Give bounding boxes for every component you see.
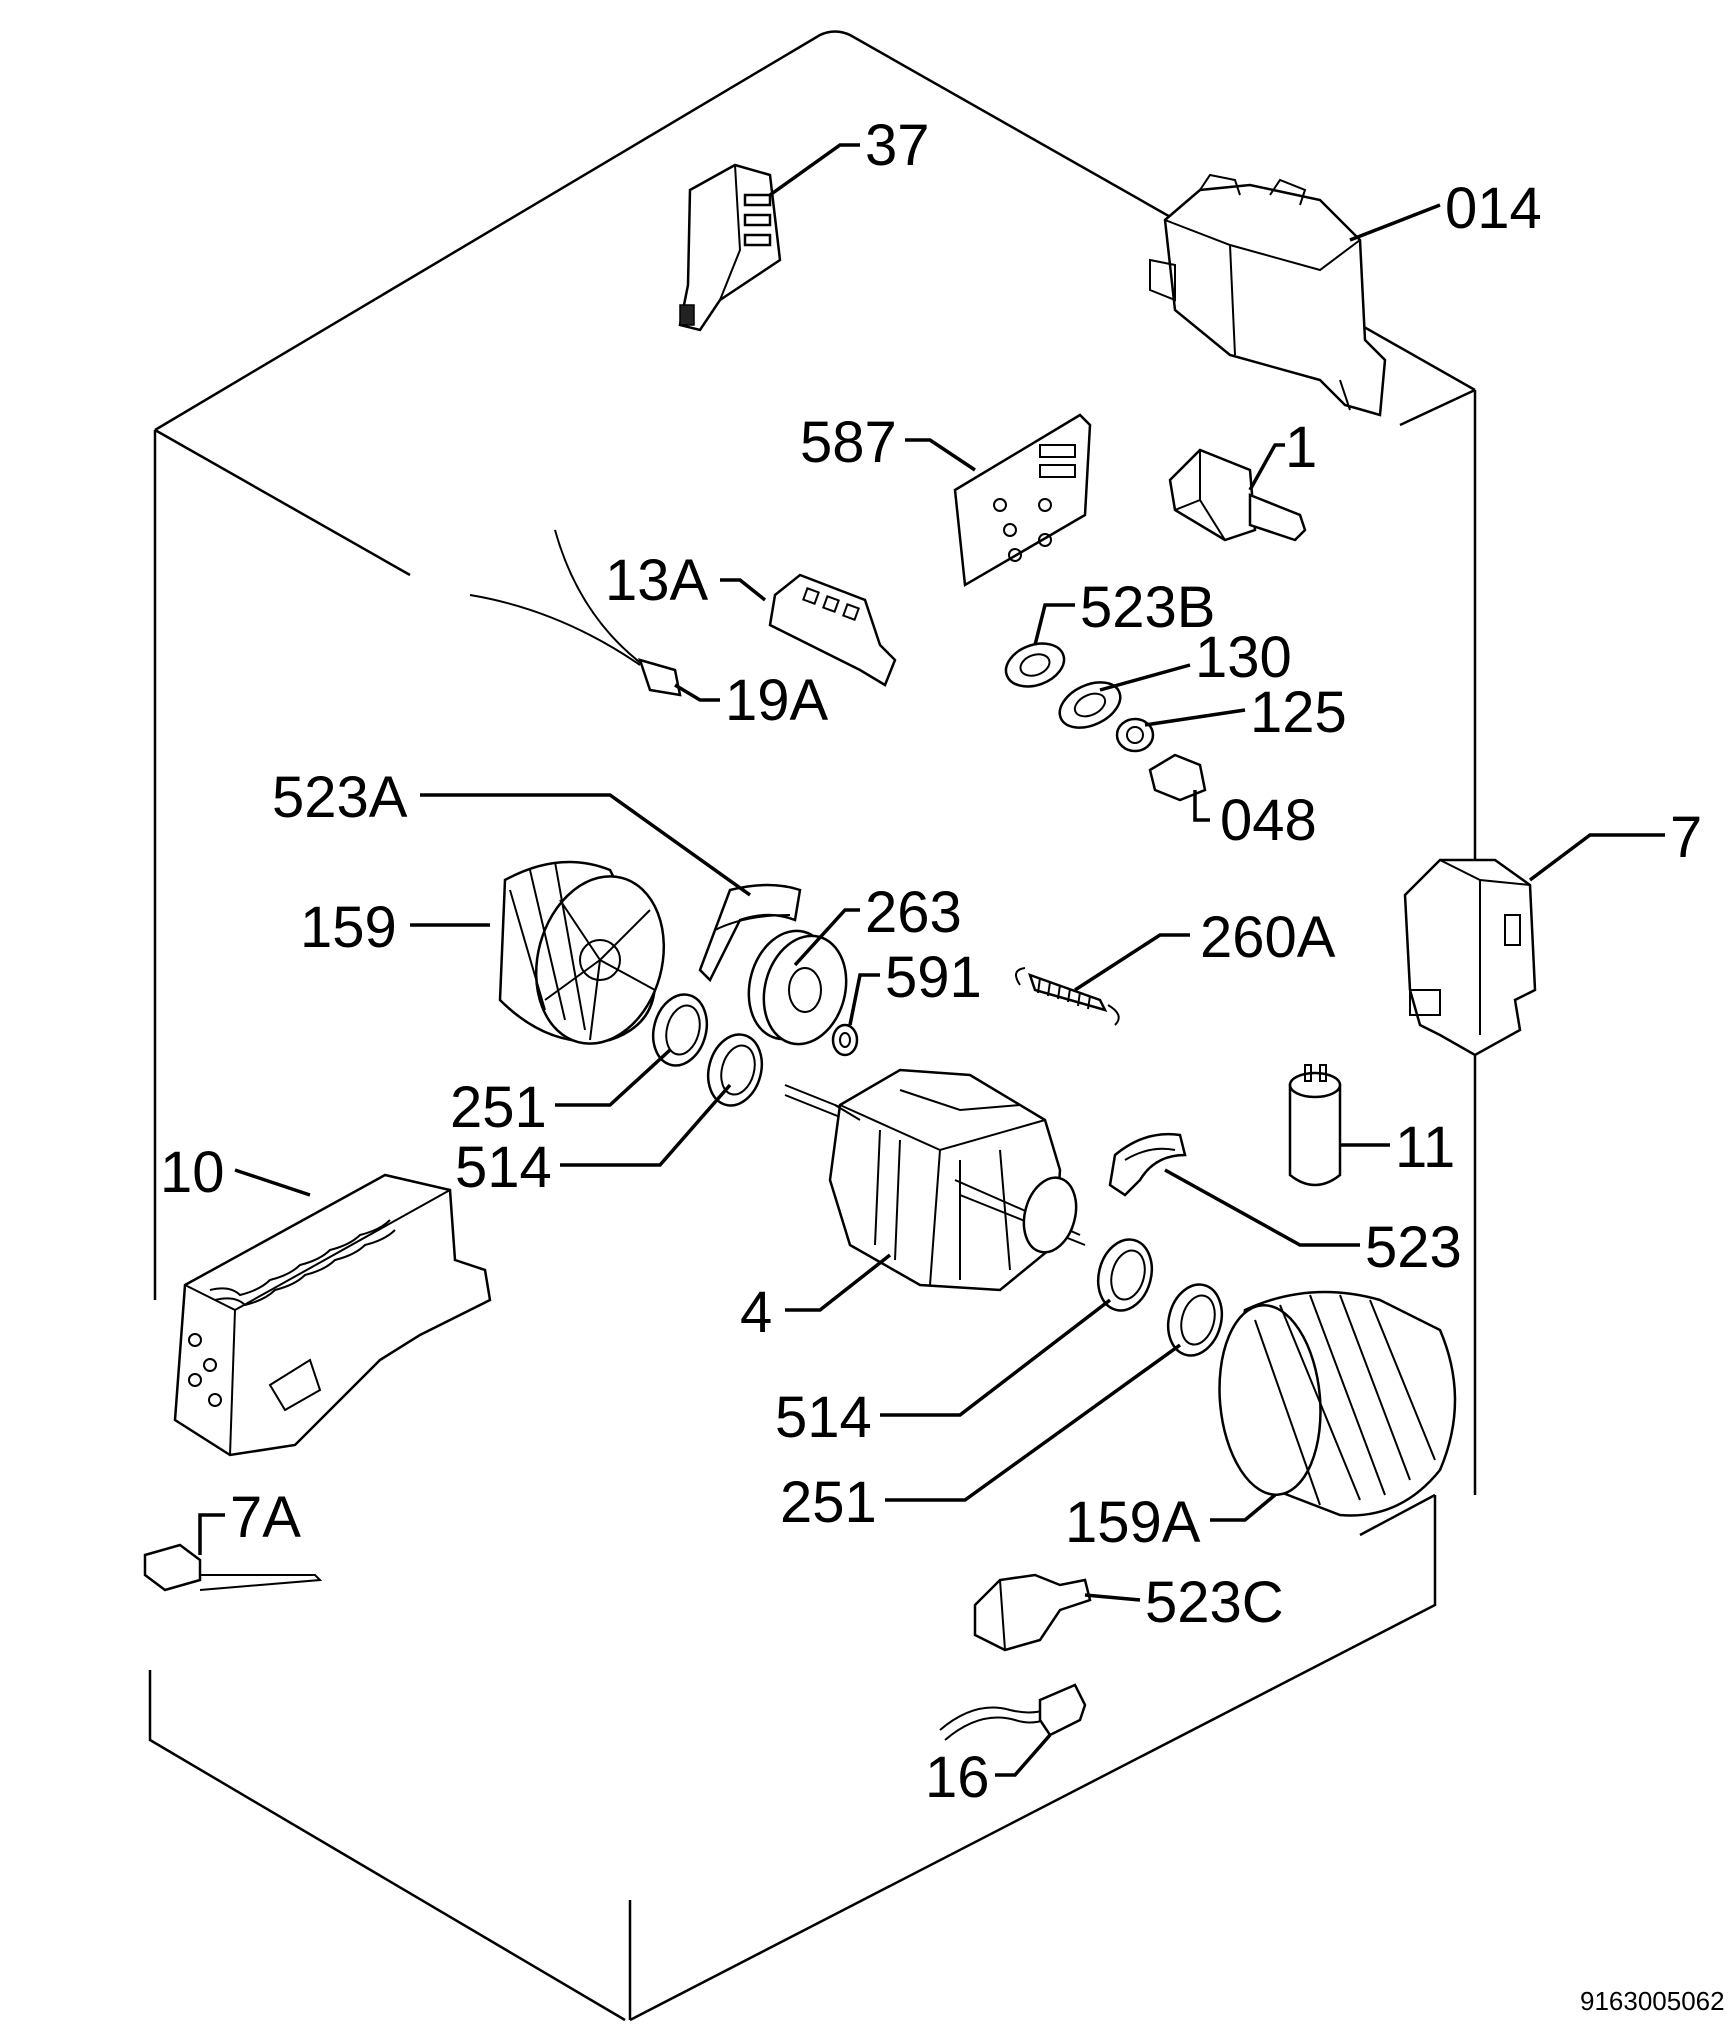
- cabinet-outline: [148, 30, 1477, 2022]
- callout-11: 11: [1395, 1115, 1455, 1180]
- callout-10: 10: [160, 1140, 225, 1205]
- callout-159A: 159A: [1065, 1490, 1201, 1555]
- callout-263: 263: [865, 880, 962, 945]
- leader-lines: [198, 143, 1665, 1777]
- callout-251-right: 251: [780, 1470, 877, 1535]
- part-048-coupling: [1148, 753, 1207, 802]
- callout-251-left: 251: [450, 1075, 547, 1140]
- part-37-bracket: [678, 163, 782, 332]
- part-125-spring-ring: [1115, 717, 1155, 753]
- callout-13A: 13A: [605, 548, 709, 613]
- part-10-heater: [173, 1173, 492, 1457]
- callout-16: 16: [925, 1745, 990, 1810]
- callout-130: 130: [1195, 625, 1292, 690]
- part-523C-bracket: [973, 1573, 1092, 1652]
- callout-19A: 19A: [725, 668, 829, 733]
- callout-7A: 7A: [230, 1485, 301, 1550]
- callout-125: 125: [1250, 680, 1347, 745]
- part-263-pulley: [747, 929, 848, 1046]
- part-159A-fan-wheel: [1218, 1290, 1457, 1517]
- part-130-washer: [1058, 681, 1122, 729]
- document-number: 9163005062: [1580, 1986, 1725, 2016]
- part-13A-connector: [768, 573, 897, 687]
- callout-514-left: 514: [455, 1135, 552, 1200]
- callout-260A: 260A: [1200, 905, 1336, 970]
- part-7-interlock: [1403, 858, 1537, 1057]
- callout-523C: 523C: [1145, 1570, 1284, 1635]
- part-4-motor: [784, 1068, 1086, 1292]
- part-260A-spring: [1015, 967, 1120, 1026]
- callout-4: 4: [740, 1280, 772, 1345]
- callout-7: 7: [1670, 805, 1702, 870]
- callout-591: 591: [885, 945, 982, 1010]
- part-587-circuit-board: [953, 413, 1092, 588]
- part-251-bearing-ring-right: [1166, 1283, 1224, 1357]
- part-514-bearing-shell-left: [706, 1033, 764, 1107]
- part-11-capacitor: [1288, 1064, 1342, 1187]
- part-1-rotary-switch: [1168, 448, 1307, 542]
- callout-587: 587: [800, 410, 897, 475]
- part-523A-clamp: [698, 883, 802, 983]
- part-514-bearing-shell-right: [1096, 1238, 1154, 1312]
- callout-514-right: 514: [775, 1385, 872, 1450]
- callout-523: 523: [1365, 1215, 1462, 1280]
- part-159-fan-wheel: [498, 860, 666, 1045]
- part-523B-clip: [1004, 642, 1066, 688]
- part-7A-microswitch: [143, 1543, 323, 1592]
- part-19A-ntc-sensor: [469, 529, 682, 697]
- callout-159: 159: [300, 895, 397, 960]
- part-591-washer: [831, 1023, 859, 1057]
- callout-labels: 37 014 587 1 13A 19A 523B 130 125 048 52…: [160, 113, 1702, 1810]
- callout-048: 048: [1220, 788, 1317, 853]
- callout-014: 014: [1445, 176, 1542, 241]
- part-251-bearing-ring-left: [651, 993, 709, 1067]
- part-014-switch-unit: [1149, 173, 1387, 417]
- callout-523A: 523A: [272, 765, 408, 830]
- part-523-clamp: [1108, 1133, 1187, 1197]
- callout-523B: 523B: [1080, 575, 1215, 640]
- part-16-thermostat: [939, 1683, 1087, 1741]
- callout-37: 37: [865, 113, 930, 178]
- callout-1: 1: [1285, 415, 1317, 480]
